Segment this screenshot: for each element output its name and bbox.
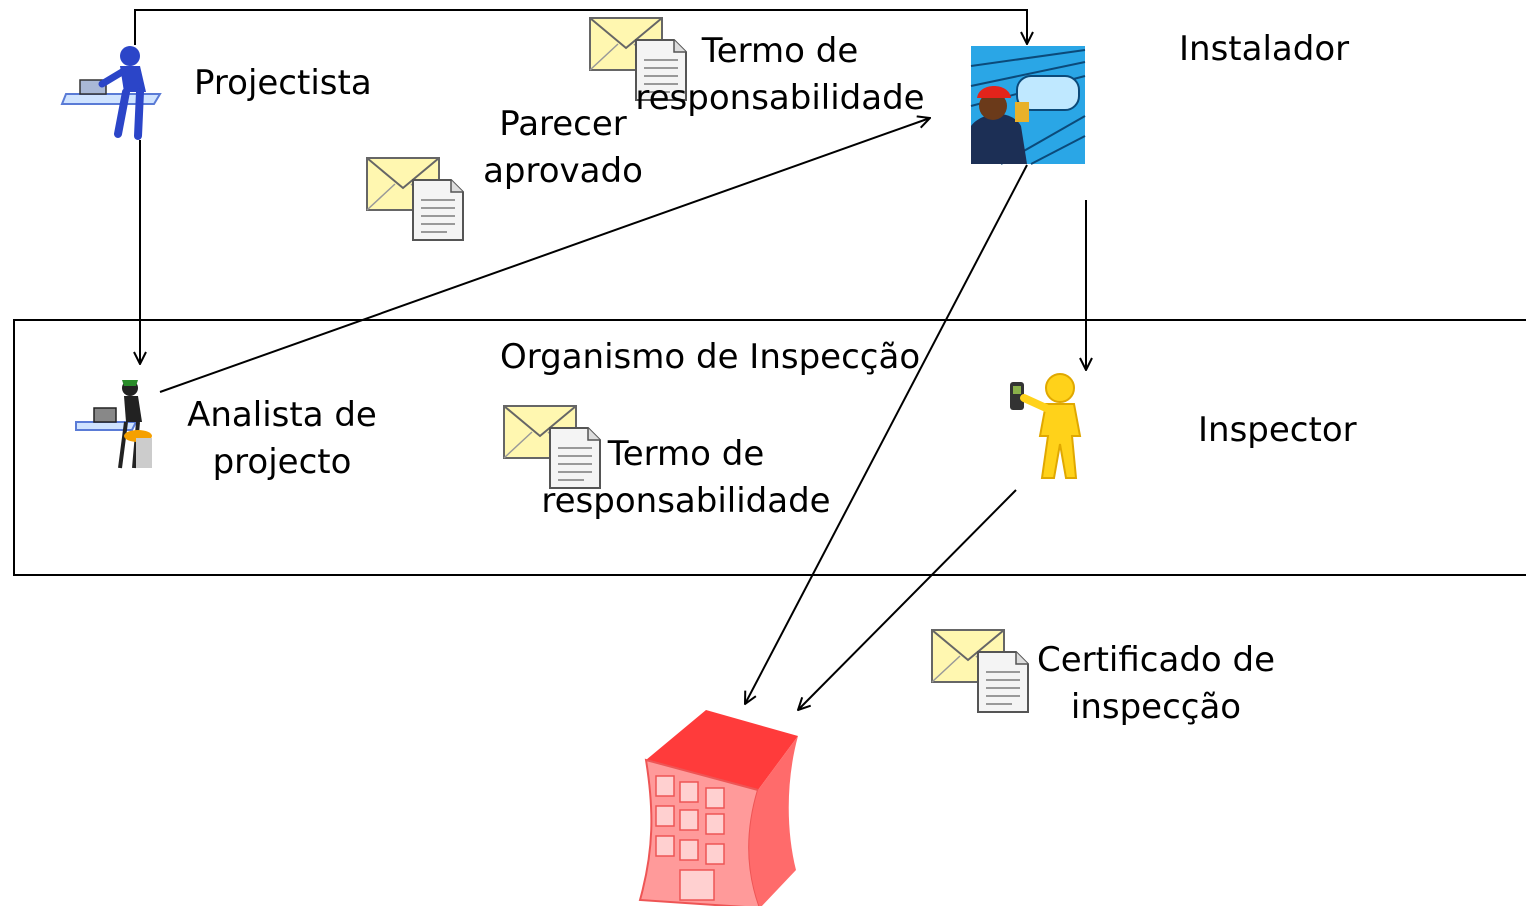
actor-instalador-label: Instalador — [1179, 29, 1350, 69]
arrow-inspector-to-building — [798, 489, 1017, 710]
arrow-analista-to-instalador — [159, 118, 930, 393]
actor-projectista-label: Projectista — [194, 63, 372, 103]
arrow-projectista-to-instalador — [134, 9, 1027, 45]
building-icon — [638, 710, 798, 906]
organism-boundary — [13, 319, 1526, 576]
doc-parecer-label: Parecer aprovado — [483, 104, 643, 191]
envelope-document-icon — [366, 157, 464, 241]
analyst-icon — [75, 380, 152, 469]
arrow-instalador-to-building — [745, 164, 1028, 704]
actor-inspector-label: Inspector — [1198, 410, 1357, 450]
doc-termo-mid-label: Termo de responsabilidade — [541, 434, 831, 521]
inspector-phone-icon — [1010, 373, 1082, 479]
organism-label: Organismo de Inspecção — [500, 337, 921, 377]
doc-certificado-label: Certificado de inspecção — [1036, 640, 1276, 727]
actor-analista-label: Analista de projecto — [187, 395, 377, 482]
worker-icon — [970, 46, 1086, 165]
envelope-document-icon — [931, 629, 1029, 713]
doc-termo-top-label: Termo de responsabilidade — [635, 31, 925, 118]
person-at-computer-icon — [60, 46, 162, 140]
